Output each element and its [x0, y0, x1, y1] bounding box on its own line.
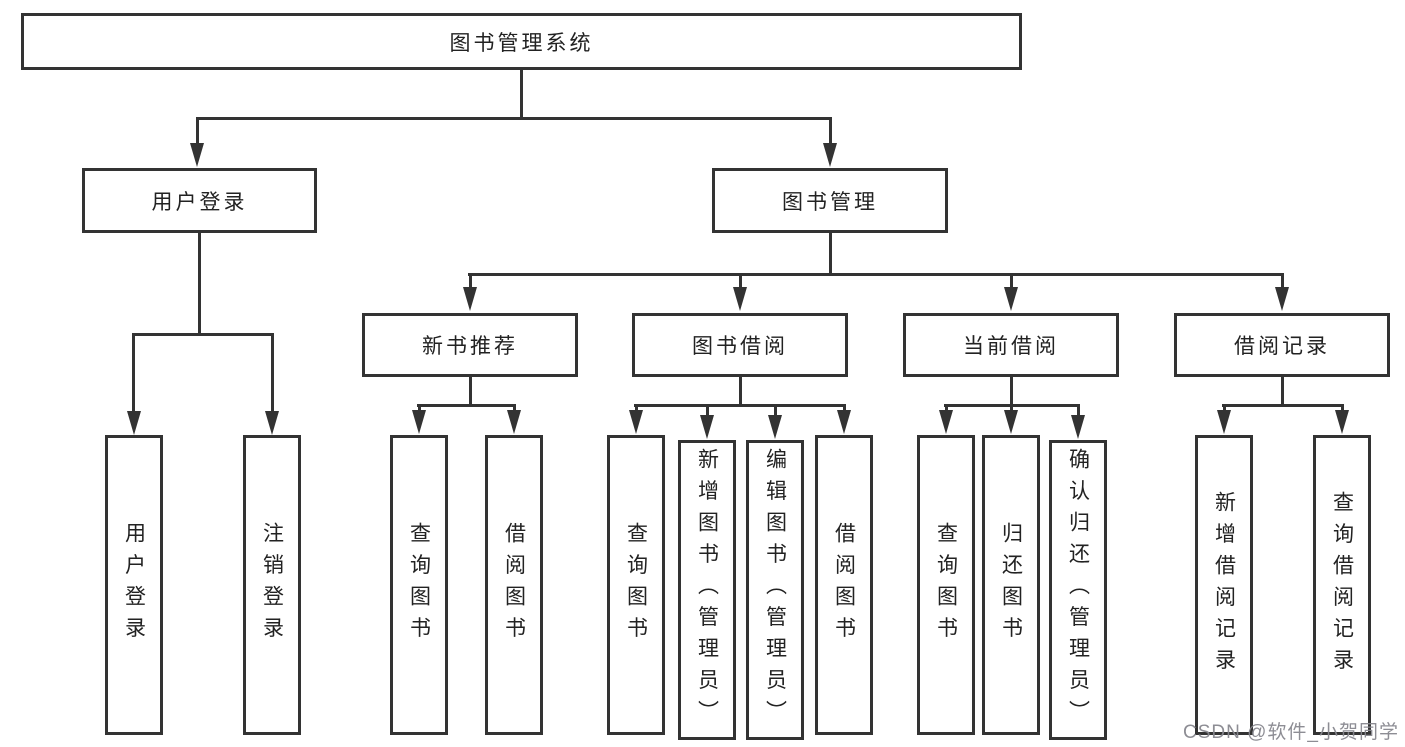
arrowhead — [768, 415, 782, 439]
arrowhead — [939, 410, 953, 434]
connector — [469, 377, 472, 407]
node-user-login: 用户登录 — [82, 168, 317, 233]
connector — [418, 404, 421, 414]
arrowhead — [1004, 410, 1018, 434]
arrowhead — [507, 410, 521, 434]
leaf-edit-books-admin: 编辑图书（管理员） — [746, 440, 804, 740]
leaf-logout-label: 注销登录 — [260, 522, 284, 648]
node-new-book-recommend: 新书推荐 — [362, 313, 578, 377]
connector — [739, 273, 742, 289]
connector — [132, 333, 135, 411]
node-borrow-records-label: 借阅记录 — [1234, 335, 1330, 358]
leaf-logout: 注销登录 — [243, 435, 301, 735]
leaf-query-books-3-label: 查询图书 — [934, 522, 958, 648]
leaf-add-books-admin: 新增图书（管理员） — [678, 440, 736, 740]
leaf-query-books-1-label: 查询图书 — [407, 522, 431, 648]
node-book-management-label: 图书管理 — [782, 190, 878, 214]
connector — [1223, 404, 1226, 414]
leaf-add-borrow-record: 新增借阅记录 — [1195, 435, 1253, 735]
leaf-query-books-2: 查询图书 — [607, 435, 665, 735]
leaf-add-borrow-record-label: 新增借阅记录 — [1212, 490, 1236, 680]
arrowhead — [265, 411, 279, 435]
connector — [1010, 404, 1013, 414]
connector — [417, 404, 515, 407]
leaf-confirm-return-admin: 确认归还（管理员） — [1049, 440, 1107, 740]
connector — [634, 404, 846, 407]
connector — [843, 404, 846, 414]
leaf-borrow-books-2: 借阅图书 — [815, 435, 873, 735]
leaf-query-books-3: 查询图书 — [917, 435, 975, 735]
node-new-book-recommend-label: 新书推荐 — [422, 335, 518, 358]
node-book-borrow: 图书借阅 — [632, 313, 848, 377]
connector — [706, 404, 709, 418]
leaf-query-books-2-label: 查询图书 — [624, 522, 648, 648]
leaf-borrow-books-2-label: 借阅图书 — [832, 522, 856, 648]
leaf-confirm-return-admin-label: 确认归还（管理员） — [1066, 448, 1090, 732]
leaf-return-books: 归还图书 — [982, 435, 1040, 735]
leaf-return-books-label: 归还图书 — [999, 522, 1023, 648]
leaf-user-login: 用户登录 — [105, 435, 163, 735]
leaf-edit-books-admin-label: 编辑图书（管理员） — [763, 448, 787, 732]
connector — [945, 404, 948, 414]
arrowhead — [412, 410, 426, 434]
arrowhead — [1004, 287, 1018, 311]
connector — [1010, 273, 1013, 289]
connector — [513, 404, 516, 414]
connector — [829, 117, 832, 145]
node-borrow-records: 借阅记录 — [1174, 313, 1390, 377]
leaf-user-login-label: 用户登录 — [122, 522, 146, 648]
arrowhead — [837, 410, 851, 434]
node-current-borrow: 当前借阅 — [903, 313, 1119, 377]
connector — [469, 273, 472, 289]
arrowhead — [700, 415, 714, 439]
connector — [1281, 377, 1284, 407]
arrowhead — [1275, 287, 1289, 311]
node-current-borrow-label: 当前借阅 — [963, 335, 1059, 358]
connector — [1077, 404, 1080, 418]
arrowhead — [629, 410, 643, 434]
connector — [196, 117, 832, 120]
node-root: 图书管理系统 — [21, 13, 1022, 70]
arrowhead — [1071, 415, 1085, 439]
connector — [1222, 404, 1344, 407]
arrowhead — [190, 143, 204, 167]
connector — [1341, 404, 1344, 414]
arrowhead — [1335, 410, 1349, 434]
arrowhead — [127, 411, 141, 435]
arrowhead — [463, 287, 477, 311]
leaf-query-borrow-record-label: 查询借阅记录 — [1330, 490, 1354, 680]
connector — [1281, 273, 1284, 289]
arrowhead — [1217, 410, 1231, 434]
connector — [132, 333, 274, 336]
connector — [829, 233, 832, 276]
connector — [271, 333, 274, 411]
csdn-watermark: CSDN @软件_小贺同学 — [1183, 722, 1399, 743]
node-book-borrow-label: 图书借阅 — [692, 335, 788, 358]
leaf-add-books-admin-label: 新增图书（管理员） — [695, 448, 719, 732]
leaf-query-books-1: 查询图书 — [390, 435, 448, 735]
node-book-management: 图书管理 — [712, 168, 948, 233]
connector — [774, 404, 777, 418]
connector — [635, 404, 638, 414]
connector — [196, 117, 199, 145]
node-user-login-label: 用户登录 — [151, 190, 248, 214]
connector — [520, 69, 523, 119]
leaf-borrow-books-1: 借阅图书 — [485, 435, 543, 735]
leaf-query-borrow-record: 查询借阅记录 — [1313, 435, 1371, 735]
arrowhead — [823, 143, 837, 167]
node-root-label: 图书管理系统 — [449, 31, 594, 55]
arrowhead — [733, 287, 747, 311]
connector — [198, 233, 201, 336]
leaf-borrow-books-1-label: 借阅图书 — [502, 522, 526, 648]
connector — [468, 273, 1284, 276]
connector — [1010, 377, 1013, 407]
connector — [739, 377, 742, 407]
